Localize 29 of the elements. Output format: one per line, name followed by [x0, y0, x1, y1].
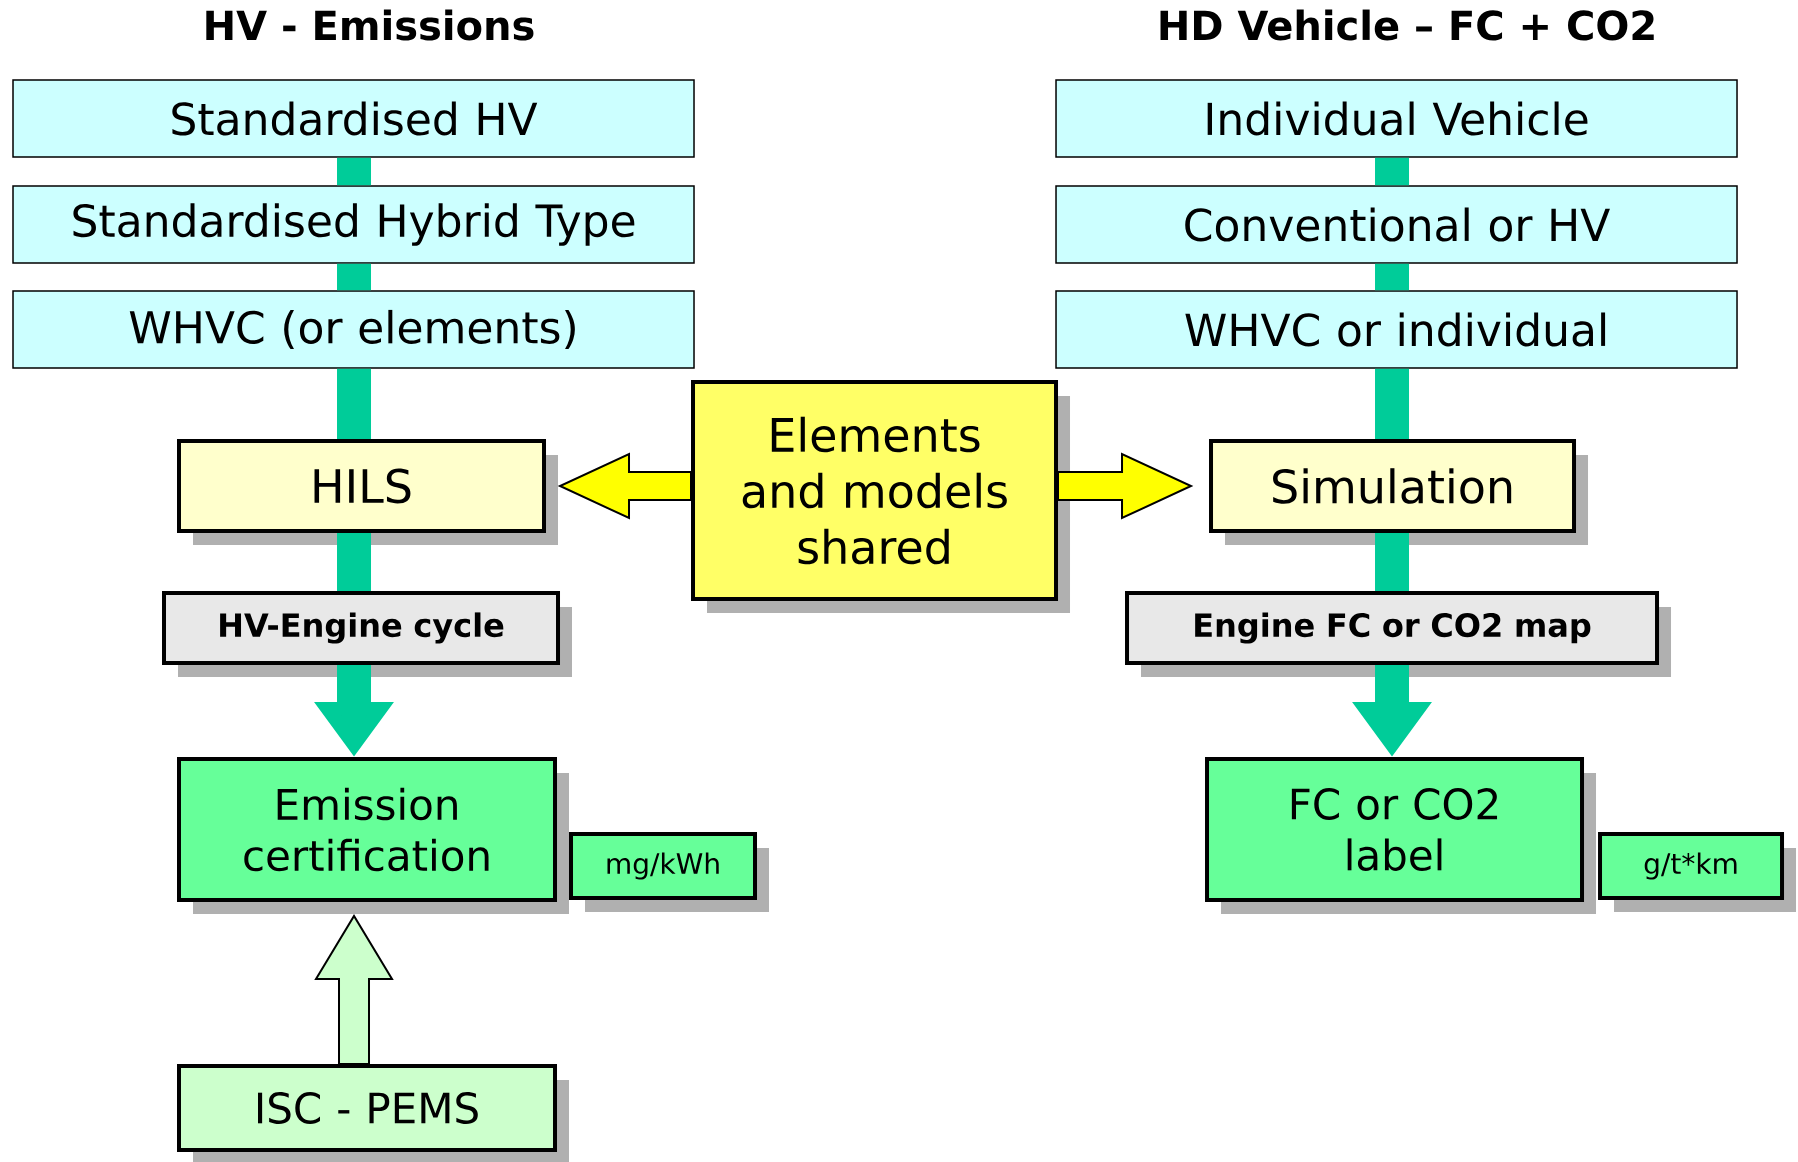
process-box: HILS: [177, 439, 558, 545]
process-box: Conventional or HV: [1055, 185, 1738, 264]
connector-bar: [337, 263, 371, 291]
connector-bar: [1375, 157, 1409, 186]
process-box: Elements and models shared: [691, 380, 1070, 613]
connector-bar: [1375, 533, 1409, 591]
connector-bar: [337, 368, 371, 439]
process-box: WHVC (or elements): [12, 290, 695, 369]
result-box: FC or CO2 label: [1205, 757, 1596, 914]
process-box: Engine FC or CO2 map: [1125, 591, 1671, 677]
result-box: Emission certification: [177, 757, 569, 914]
block-arrow: [314, 914, 394, 1065]
connector-bar: [1375, 263, 1409, 291]
process-box: Standardised Hybrid Type: [12, 185, 695, 264]
process-box: Individual Vehicle: [1055, 79, 1738, 158]
block-arrow: [1057, 452, 1194, 520]
process-box: ISC - PEMS: [177, 1064, 569, 1162]
process-box: HV-Engine cycle: [162, 591, 572, 677]
block-arrow: [557, 452, 692, 520]
process-box: Simulation: [1209, 439, 1588, 545]
process-box: WHVC or individual: [1055, 290, 1738, 369]
column-heading: HV - Emissions: [206, 9, 534, 41]
process-box: Standardised HV: [12, 79, 695, 158]
column-heading: HD Vehicle – FC + CO2: [1160, 9, 1654, 41]
connector-bar: [1375, 368, 1409, 439]
unit-box: mg/kWh: [569, 832, 769, 912]
unit-box: g/t*km: [1598, 832, 1796, 912]
connector-bar: [337, 533, 371, 591]
connector-bar: [337, 157, 371, 186]
